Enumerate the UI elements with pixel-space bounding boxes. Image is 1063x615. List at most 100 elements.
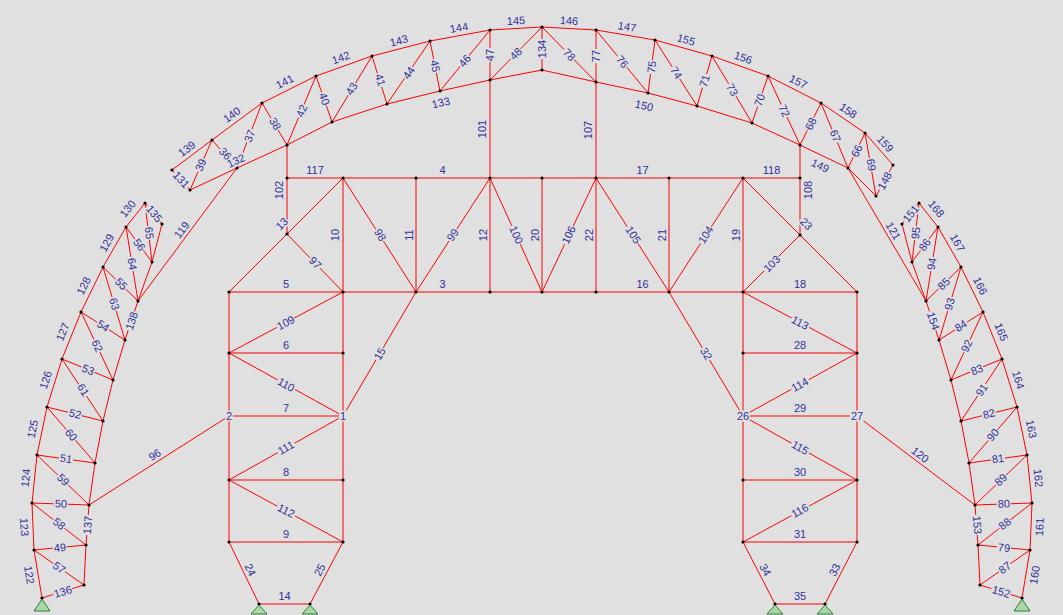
member-number: 55	[112, 275, 130, 293]
member-number: 65	[142, 225, 155, 240]
member-number: 81	[990, 453, 1006, 466]
member-number: 15	[371, 345, 388, 363]
pin-support	[251, 605, 267, 614]
member-number: 76	[613, 53, 631, 71]
member-number: 69	[864, 157, 877, 173]
member-number: 161	[1034, 516, 1046, 537]
member-number: 11	[404, 228, 415, 241]
member-number: 138	[123, 309, 140, 332]
member-number: 13	[273, 215, 291, 233]
member-number: 137	[81, 514, 93, 535]
member-number: 105	[622, 223, 642, 246]
member-number: 147	[616, 20, 638, 34]
member-number: 142	[330, 50, 353, 67]
member-number: 73	[724, 81, 741, 99]
member-number: 162	[1032, 467, 1045, 488]
member-number: 146	[559, 14, 580, 26]
member-number: 140	[221, 105, 244, 126]
member-number: 134	[537, 38, 548, 58]
member-number: 125	[26, 418, 41, 440]
member-number: 106	[560, 223, 579, 246]
member-number: 154	[924, 309, 941, 332]
member-number: 163	[1023, 418, 1038, 440]
member-number: 43	[344, 80, 361, 98]
member-number: 22	[584, 228, 595, 242]
member-number: 102	[274, 179, 285, 199]
arch-web	[32, 203, 162, 598]
arch-chord	[84, 224, 162, 585]
member-number: 107	[583, 120, 594, 140]
member-number: 80	[996, 498, 1011, 509]
member-number: 61	[74, 381, 91, 399]
member-number: 30	[793, 467, 807, 478]
member-number: 168	[925, 198, 946, 221]
member-number: 41	[372, 72, 387, 89]
member-number: 72	[776, 102, 792, 120]
member-number: 127	[54, 321, 72, 344]
member-number: 160	[1028, 565, 1042, 587]
member-number: 158	[836, 101, 859, 122]
member-number: 37	[242, 127, 257, 144]
pin-support	[817, 605, 833, 614]
member-number: 113	[789, 313, 811, 332]
member-number: 94	[925, 256, 938, 272]
member-number: 74	[668, 64, 685, 82]
member-number: 1	[339, 411, 347, 422]
member-number: 85	[935, 275, 953, 293]
member-number: 92	[959, 337, 975, 355]
member-number: 109	[274, 313, 297, 332]
member-number: 153	[970, 514, 982, 535]
member-number: 4	[438, 165, 446, 176]
member-number: 104	[696, 223, 716, 246]
member-number: 49	[52, 541, 67, 553]
member-number: 129	[97, 231, 117, 254]
member-number: 3	[438, 279, 446, 290]
member-number: 75	[645, 59, 658, 75]
member-number: 159	[874, 132, 896, 155]
arch-chord	[919, 203, 1032, 598]
arch-chord	[32, 203, 145, 598]
member-number: 58	[50, 515, 68, 532]
member-number: 7	[282, 403, 290, 414]
member-number: 33	[827, 561, 843, 579]
member-number: 166	[971, 274, 990, 297]
member-number: 39	[193, 156, 209, 173]
member-number: 21	[657, 228, 668, 242]
member-number: 53	[79, 362, 96, 378]
member-number: 26	[736, 411, 750, 422]
arch-web	[542, 27, 893, 196]
member-number: 77	[591, 49, 602, 63]
member-number: 2	[225, 411, 233, 422]
member-number: 100	[507, 223, 525, 246]
member-number: 27	[850, 411, 864, 422]
member-number: 78	[560, 46, 578, 64]
member-number: 14	[277, 591, 291, 602]
member-number: 42	[294, 102, 310, 119]
pin-support	[34, 599, 50, 611]
member-number: 139	[176, 138, 199, 159]
member-number: 115	[789, 438, 811, 457]
member-number: 156	[731, 50, 754, 67]
member-number: 118	[762, 165, 782, 176]
member-number: 34	[757, 561, 773, 579]
support-symbols	[34, 599, 1030, 614]
member-number: 5	[282, 279, 290, 290]
member-number: 117	[305, 165, 325, 176]
member-number: 47	[485, 48, 496, 62]
member-number: 112	[275, 502, 297, 521]
member-number: 45	[428, 58, 442, 74]
central-truss	[229, 80, 857, 542]
member-number: 59	[54, 471, 72, 489]
member-number: 51	[58, 453, 74, 466]
member-number: 164	[1010, 369, 1027, 392]
joint-dots	[32, 27, 1032, 604]
member-number: 50	[53, 498, 68, 509]
member-number: 103	[760, 252, 782, 274]
member-number: 23	[797, 215, 815, 233]
brace-member	[89, 168, 975, 505]
member-number: 52	[67, 407, 83, 421]
member-number: 71	[697, 73, 712, 90]
member-number: 130	[118, 198, 139, 221]
